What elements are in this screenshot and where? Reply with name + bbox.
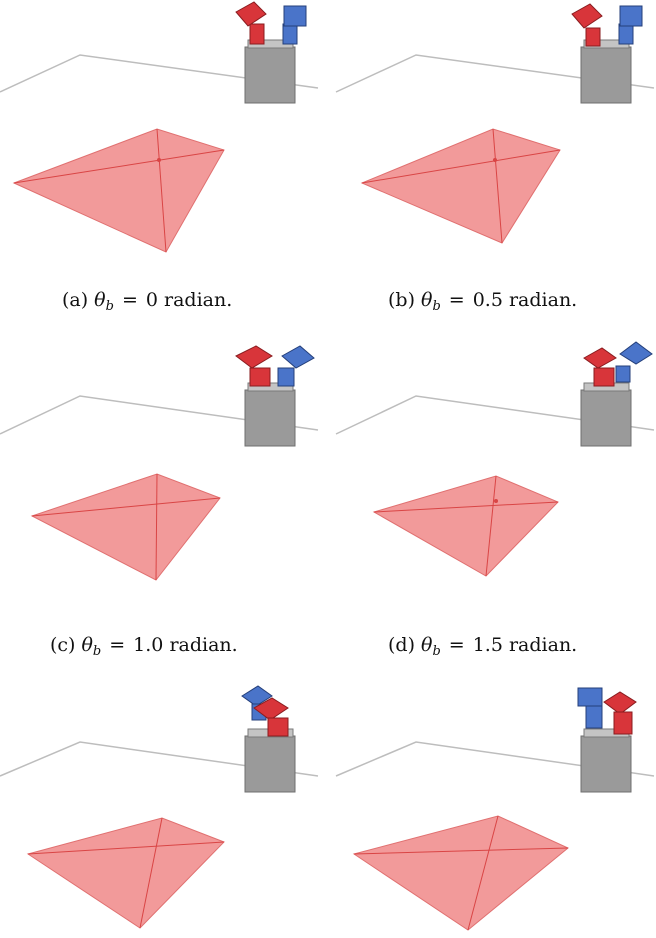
caption-label: (a)	[62, 289, 89, 311]
caption-value: 1.5	[472, 634, 503, 656]
caption-value: 1.0	[133, 634, 164, 656]
center-of-mass-point	[494, 499, 498, 503]
theta-symbol: θ	[81, 634, 93, 656]
support-polygon	[12, 128, 225, 253]
caption-label: (b)	[388, 289, 415, 311]
polygon-diagonal	[31, 497, 221, 517]
polygon-diagonal	[353, 847, 569, 855]
caption-b: (b) θb = 0.5 radian.	[388, 289, 577, 314]
support-polygon	[372, 475, 559, 577]
floor-edge	[0, 54, 319, 93]
blue-leg	[282, 5, 307, 45]
support-polygon	[30, 473, 221, 581]
blue-leg	[618, 5, 643, 45]
blue-leg	[277, 345, 315, 387]
floor-edge	[0, 741, 319, 777]
polygon-diagonal	[467, 815, 499, 931]
equals-sign: =	[448, 634, 465, 656]
caption-value: 0.5	[472, 289, 503, 311]
robot-body	[580, 382, 632, 447]
center-of-mass-point	[493, 158, 497, 162]
scene-d	[335, 341, 655, 577]
caption-label: (c)	[50, 634, 76, 656]
caption-c: (c)θb = 1.0 radian.	[50, 634, 238, 659]
scene-c	[0, 345, 319, 581]
caption-unit: radian.	[164, 289, 233, 311]
panel-e	[0, 680, 320, 930]
theta-subscript: b	[432, 299, 441, 314]
scene-f	[335, 687, 655, 931]
robot-body	[244, 39, 296, 104]
scene-e	[0, 685, 319, 929]
polygon-diagonal	[13, 149, 225, 184]
equals-sign: =	[109, 634, 126, 656]
caption-d: (d) θb = 1.5 radian.	[388, 634, 577, 659]
caption-value: 0	[145, 289, 158, 311]
panel-a	[0, 0, 320, 253]
red-leg	[235, 345, 273, 387]
theta-subscript: b	[432, 644, 441, 659]
panel-d	[335, 338, 656, 588]
red-leg	[571, 3, 603, 47]
blue-leg	[577, 687, 603, 729]
robot-body	[244, 382, 296, 447]
caption-a: (a)θb = 0 radian.	[62, 289, 232, 314]
robot-body	[244, 728, 296, 793]
support-polygon	[26, 817, 225, 929]
equals-sign: =	[121, 289, 138, 311]
scene-b	[335, 3, 655, 244]
caption-unit: radian.	[508, 634, 578, 656]
floor-edge	[0, 395, 319, 435]
polygon-diagonal	[492, 128, 503, 244]
robot-body	[580, 39, 632, 104]
polygon-diagonal	[373, 501, 559, 513]
red-leg	[235, 1, 267, 45]
floor-edge	[335, 395, 655, 435]
caption-unit: radian.	[508, 289, 578, 311]
equals-sign: =	[448, 289, 465, 311]
theta-symbol: θ	[421, 289, 433, 311]
panel-f	[335, 680, 656, 931]
robot-body	[580, 728, 632, 793]
polygon-diagonal	[485, 475, 497, 577]
theta-subscript: b	[105, 299, 114, 314]
panel-b	[335, 0, 656, 250]
polygon-diagonal	[361, 149, 561, 184]
theta-symbol: θ	[94, 289, 106, 311]
scene-a	[0, 1, 319, 253]
caption-unit: radian.	[169, 634, 238, 656]
red-leg	[603, 691, 637, 735]
red-leg	[583, 347, 617, 387]
floor-edge	[335, 741, 655, 777]
floor-edge	[335, 54, 655, 93]
polygon-diagonal	[139, 817, 163, 929]
theta-subscript: b	[92, 644, 102, 659]
center-of-mass-point	[157, 158, 161, 162]
panel-c	[0, 338, 320, 588]
caption-label: (d)	[388, 634, 415, 656]
theta-symbol: θ	[421, 634, 433, 656]
red-leg	[253, 697, 289, 737]
support-polygon	[360, 128, 561, 244]
blue-leg	[615, 341, 653, 383]
support-polygon	[352, 815, 569, 931]
polygon-diagonal	[156, 128, 167, 253]
polygon-diagonal	[27, 841, 225, 855]
polygon-diagonal	[155, 473, 158, 581]
